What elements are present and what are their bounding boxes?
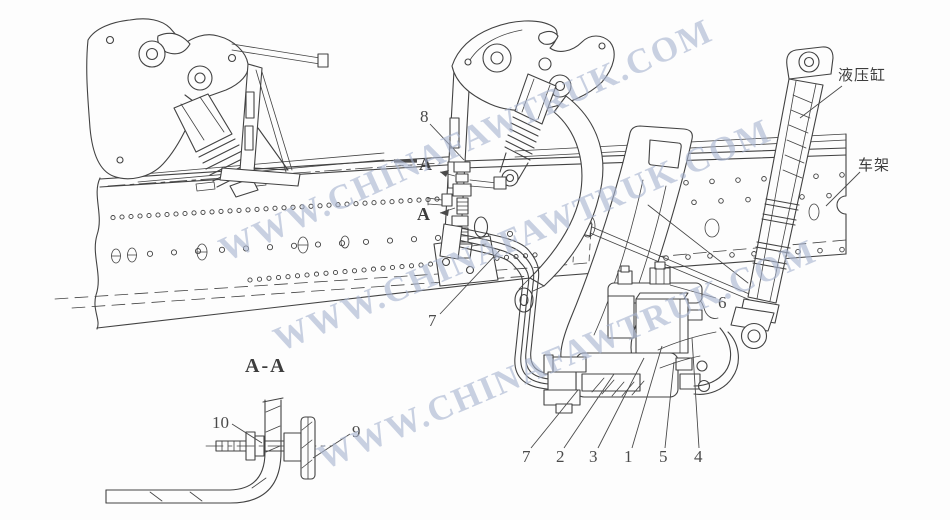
- section-marker-a-bottom: A: [417, 204, 430, 224]
- watermark-line-3: WWW.CHINAFAWTRUK.COM: [312, 231, 822, 477]
- reservoir-small: [607, 295, 635, 339]
- tilt-pump-assembly: [543, 261, 739, 414]
- support-strut-left: [219, 43, 329, 187]
- callout-3: 3: [589, 447, 598, 466]
- oil-tank: [635, 298, 689, 354]
- label-hydraulic-cylinder: 液压缸: [838, 66, 886, 84]
- callout-1: 1: [624, 447, 633, 466]
- callout-7-bottom: 7: [522, 447, 531, 466]
- cab-hinge-middle: [427, 20, 615, 313]
- callout-2: 2: [556, 447, 565, 466]
- bracket-fitting-right: [649, 267, 671, 285]
- cab-hinge-left: [86, 18, 329, 198]
- hose-clamp-block: [439, 223, 463, 260]
- annotations: [231, 85, 861, 459]
- return-pipe: [693, 331, 739, 395]
- cylinder-bands: [752, 198, 800, 270]
- bracket-bolt-left: [617, 270, 633, 285]
- callout-texts: 8 7 6 7 2 3 1 5 4 10 9 A A A-A 液压缸 车架: [212, 66, 890, 466]
- callout-9: 9: [352, 422, 361, 441]
- callout-8: 8: [420, 107, 429, 126]
- section-marker-a-top: A: [419, 154, 432, 174]
- cylinder-hatching: [782, 94, 813, 179]
- label-frame: 车架: [858, 157, 890, 174]
- side-bolt: [441, 193, 453, 207]
- callout-5: 5: [659, 447, 668, 466]
- callout-4: 4: [694, 447, 703, 466]
- watermark-line-2: WWW.CHINAFAWTRUK.COM: [268, 111, 777, 360]
- plate-hatching: [149, 405, 281, 502]
- callout-6: 6: [718, 293, 727, 312]
- callout-10: 10: [212, 413, 229, 432]
- section-roller: [283, 416, 316, 480]
- tilt-lever-strap: [560, 125, 693, 379]
- hydraulic-cylinder: [730, 46, 834, 350]
- callout-7-upper: 7: [428, 311, 437, 330]
- section-title: A-A: [245, 355, 287, 377]
- section-a-a-detail: [105, 397, 333, 504]
